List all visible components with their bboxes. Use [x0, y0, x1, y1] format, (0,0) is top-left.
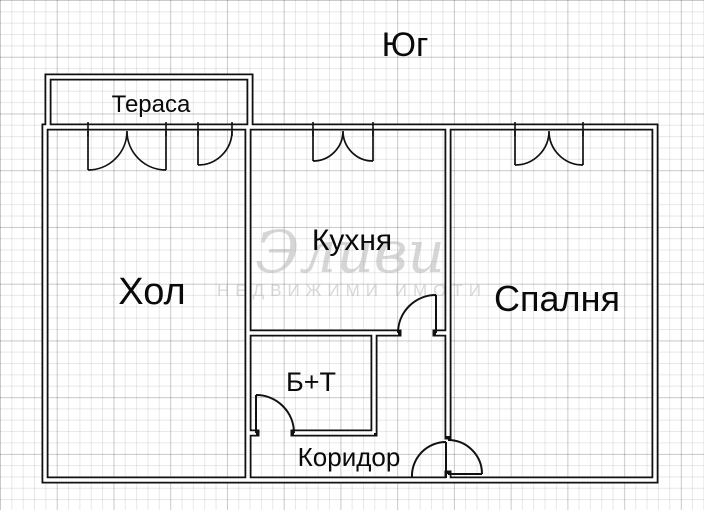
living-window-single-icon	[197, 130, 233, 166]
room-label-terrace: Тераса	[112, 91, 191, 118]
window-ticks	[87, 122, 584, 136]
walls	[41, 73, 659, 484]
kitchen-window-icon	[312, 130, 374, 162]
bedroom-door-icon	[447, 439, 483, 475]
room-label-living: Хол	[118, 271, 185, 313]
door-symbols	[255, 294, 483, 479]
room-label-bedroom: Спалня	[494, 278, 620, 319]
kitchen-door-icon	[397, 294, 437, 334]
entry-door-icon	[410, 440, 447, 479]
window-symbols	[87, 130, 584, 171]
room-label-bath: Б+Т	[286, 367, 336, 397]
watermark-brand-text: Эливи	[255, 218, 445, 286]
orientation-label: Юг	[382, 26, 429, 64]
bath-door-icon	[255, 394, 295, 434]
walls-inner-white	[43, 75, 657, 482]
living-window-double-icon	[87, 130, 167, 171]
bedroom-window-icon	[514, 130, 584, 166]
room-label-corridor: Коридор	[298, 442, 401, 472]
labels: Юг Тераса Хол Кухня Спалня Б+Т Коридор	[112, 26, 620, 472]
watermark-subtitle-text: НЕДВИЖИМИ ИМОТИ	[217, 281, 487, 300]
realtor-watermark: Эливи НЕДВИЖИМИ ИМОТИ	[217, 218, 487, 300]
room-label-kitchen: Кухня	[312, 224, 392, 257]
